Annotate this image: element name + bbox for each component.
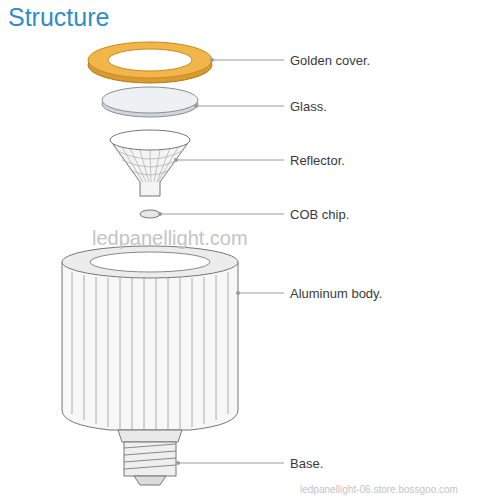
- part-name: Base.: [290, 456, 323, 471]
- body-top: [62, 246, 238, 278]
- base-screw: [124, 442, 176, 476]
- leader-dots: [158, 58, 240, 465]
- part-name: Golden cover.: [290, 53, 370, 68]
- cob-chip: [140, 210, 160, 218]
- watermark: ledpanellight-06.store.bossgoo.com: [300, 484, 458, 495]
- screw-threads: [124, 444, 176, 469]
- page-title: Structure: [8, 3, 109, 32]
- golden-cover: [88, 42, 212, 78]
- base-neck: [118, 430, 182, 442]
- glass: [102, 87, 198, 113]
- part-name: Reflector.: [290, 153, 345, 168]
- part-name: Aluminum body.: [290, 286, 382, 301]
- aluminum-body: [62, 262, 238, 430]
- part-name: Glass.: [290, 99, 327, 114]
- body-opening: [90, 252, 210, 272]
- cover-opening: [108, 49, 192, 71]
- leader-lines: [160, 60, 284, 463]
- part-name: COB chip.: [290, 207, 349, 222]
- body-fins: [72, 272, 228, 429]
- watermark: ledpanellight.com: [92, 227, 248, 250]
- reflector-rim: [110, 130, 190, 150]
- base-tip: [134, 476, 166, 485]
